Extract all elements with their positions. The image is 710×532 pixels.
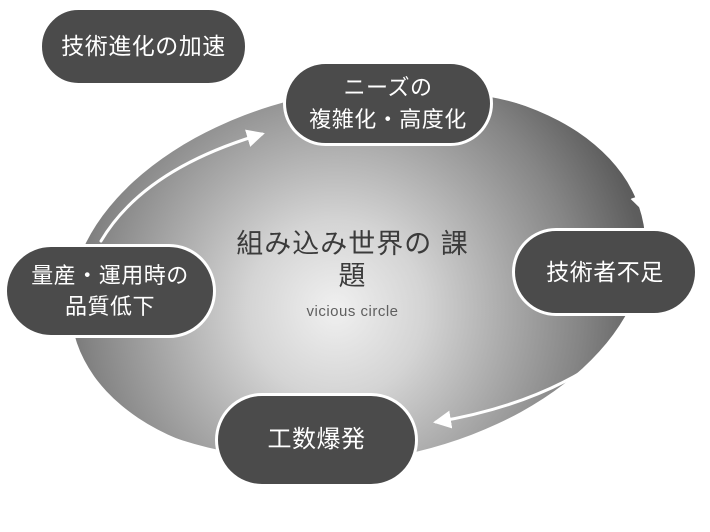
diagram-title-line2: 課題: [338, 229, 469, 292]
node-needs: ニーズの 複雑化・高度化: [283, 61, 493, 146]
diagram-title: 組み込み世界の 課題: [230, 228, 475, 293]
node-needs-label-line2: 複雑化・高度化: [309, 106, 467, 132]
node-engineer-shortage: 技術者不足: [512, 228, 698, 316]
diagram-subtitle: vicious circle: [306, 302, 399, 320]
node-quality-decline: 量産・運用時の 品質低下: [4, 244, 216, 338]
arrow-quality-to-needs: [99, 129, 265, 243]
arrow-explosion-to-quality: [61, 357, 223, 454]
center-text-block: 組み込み世界の 課題 vicious circle: [230, 228, 475, 320]
arrow-needs-to-shortage: [486, 93, 648, 213]
node-manhour-explosion-label: 工数爆発: [267, 425, 366, 453]
node-tech-evolution-label: 技術進化の加速: [61, 33, 226, 60]
arrow-accel-to-needs: [248, 39, 286, 58]
node-manhour-explosion: 工数爆発: [215, 393, 418, 487]
diagram-title-line1: 組み込み世界の: [236, 229, 433, 259]
gradient-ellipse: [70, 85, 646, 465]
arrow-shortage-to-explosion: [433, 308, 647, 429]
node-quality-decline-label-line1: 量産・運用時の: [31, 262, 189, 288]
node-needs-label-line1: ニーズの: [343, 75, 433, 101]
node-tech-evolution: 技術進化の加速: [39, 7, 248, 86]
node-engineer-shortage-label: 技術者不足: [546, 258, 664, 285]
node-quality-decline-label-line2: 品質低下: [64, 294, 155, 319]
